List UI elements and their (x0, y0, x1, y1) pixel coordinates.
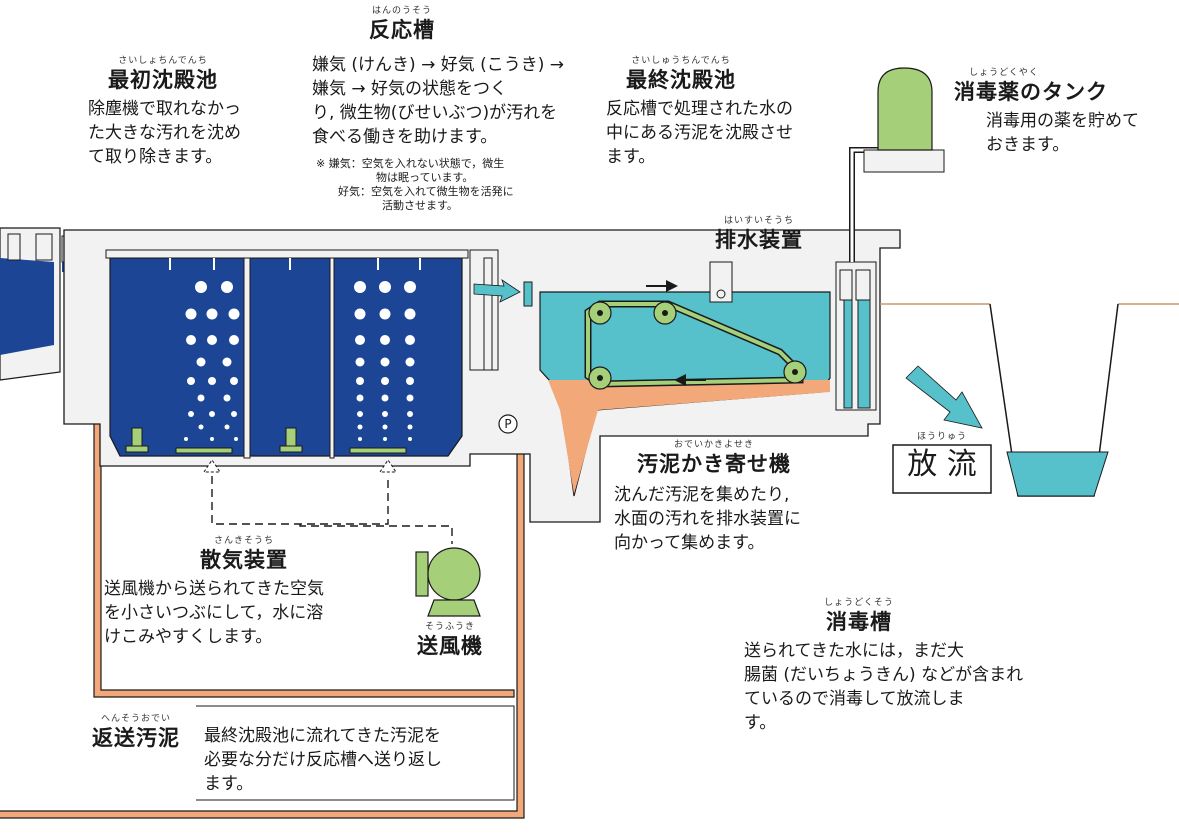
aerator-desc-2: を小さいつぶにして，水に溶 (104, 603, 324, 623)
reaction-tank-note-3: 好気：空気を入れて微生物を活発に (338, 185, 514, 198)
return-sludge-label: へんそうおでい 返送汚泥 (86, 714, 196, 751)
discharge-box (892, 444, 992, 494)
flow-arrow-to-final (473, 279, 521, 303)
aerator-desc-3: けこみやすくします。 (104, 627, 273, 647)
return-sludge-desc-1: 最終沈殿池に流れてきた汚泥を (204, 726, 441, 746)
disinfectant-tank (863, 67, 945, 173)
sludge-scraper-desc-1: 沈んだ汚泥を集めたり, (614, 485, 790, 505)
sludge-scraper-ruby: おでいかきよせき (673, 440, 754, 450)
return-sludge-desc: 最終沈殿池に流れてきた汚泥を 必要な分だけ反応槽へ送り返し ます。 (204, 724, 514, 796)
final-settling-tank (539, 261, 831, 497)
disinfection-desc-1: 送られてきた水には，まだ大 (744, 641, 964, 661)
pump-icon (498, 414, 518, 434)
sludge-scraper-desc-3: 向かって集めます。 (614, 533, 765, 553)
drain-device-title: 排水装置 (715, 228, 803, 252)
first-tank-title: 最初沈殿池 (108, 68, 218, 92)
first-settling-tank-label: さいしょちんでんち 最初沈殿池 除塵機で取れなかっ た大きな汚れを沈め て取り除… (88, 56, 278, 169)
disinfectant-ruby: しょうどくやく (969, 68, 1039, 78)
reaction-tank-note-1: ※ 嫌気：空気を入れない状態で，微生 (316, 157, 505, 170)
discharge-ruby: ほうりゅう (916, 432, 967, 442)
first-tank-desc-3: て取り除きます。 (88, 147, 223, 167)
reaction-tank-desc-3: り, 微生物(びせいぶつ)が汚れを (312, 103, 558, 123)
final-tank-desc-3: ます。 (606, 147, 656, 167)
disinfectant-tank-label: しょうどくやく 消毒薬のタンク 消毒用の薬を貯めて おきます。 (954, 68, 1176, 157)
disinfection-desc-4: す。 (744, 713, 777, 733)
return-sludge-desc-2: 必要な分だけ反応槽へ送り返し (204, 750, 442, 770)
return-sludge-ruby: へんそうおでい (100, 714, 171, 724)
weir (469, 249, 533, 371)
aerator-desc-1: 送風機から送られてきた空気 (104, 579, 324, 599)
first-tank-ruby: さいしょちんでんち (118, 56, 208, 66)
return-sludge-desc-3: ます。 (204, 774, 254, 794)
aerator-title: 散気装置 (200, 548, 288, 572)
blower-label: そうふうき 送風機 (400, 622, 500, 659)
final-tank-desc-1: 反応槽で処理された水の (606, 99, 793, 119)
disinfectant-title: 消毒薬のタンク (954, 80, 1108, 104)
final-settling-tank-label: さいしゅうちんでんち 最終沈殿池 反応槽で処理された水の 中にある汚泥を沈殿させ… (606, 56, 846, 169)
discharge-label: ほうりゅう 放 流 (893, 432, 991, 485)
disinfection-tank-label: しょうどくそう 消毒槽 送られてきた水には，まだ大 腸菌 (だいちょうきん) な… (744, 598, 1044, 735)
reaction-tank-ruby: はんのうそう (371, 6, 432, 16)
reaction-tank-desc-2: 嫌気 → 好気の状態をつく (312, 79, 508, 99)
first-tank-desc-2: た大きな汚れを沈め (88, 123, 241, 143)
sludge-scraper-label: おでいかきよせき 汚泥かき寄せ機 沈んだ汚泥を集めたり, 水面の汚れを排水装置に… (614, 440, 854, 555)
discharge-title: 放 流 (907, 447, 977, 482)
disinfection-desc-3: ているので消毒して放流しま (744, 689, 965, 709)
reaction-tank (105, 249, 469, 459)
disinfection-tank (835, 261, 877, 411)
return-sludge-title: 返送汚泥 (92, 726, 180, 750)
drain-device-ruby: はいすいそうち (723, 216, 794, 226)
final-tank-desc-2: 中にある汚泥を沈殿させ (606, 123, 793, 143)
sludge-scraper-title: 汚泥かき寄せ機 (637, 452, 791, 476)
final-tank-title: 最終沈殿池 (626, 68, 736, 92)
disinfectant-desc-2: おきます。 (986, 135, 1070, 155)
sludge-scraper-desc-2: 水面の汚れを排水装置に (614, 509, 801, 529)
drain-device-label: はいすいそうち 排水装置 (694, 216, 824, 253)
disinfection-tank-title: 消毒槽 (826, 610, 892, 634)
disinfectant-desc-1: 消毒用の薬を貯めて (986, 111, 1139, 131)
blower-icon (415, 547, 481, 617)
aerator-ruby: さんきそうち (213, 536, 274, 546)
reaction-tank-note-2: 物は眠っています。 (376, 171, 474, 184)
reaction-tank-desc-1: 嫌気 (けんき) → 好気 (こうき) → (312, 55, 565, 75)
air-bubbles (184, 281, 240, 441)
river (989, 303, 1119, 497)
air-line (211, 476, 453, 544)
air-bubbles (354, 281, 416, 441)
final-tank-ruby: さいしゅうちんでんち (631, 56, 731, 66)
reaction-tank-note-4: 活動させます。 (382, 199, 458, 212)
first-tank-desc-1: 除塵機で取れなかっ (88, 99, 241, 119)
reaction-tank-title: 反応槽 (369, 18, 435, 42)
discharge-arrow (905, 365, 983, 429)
aerator-label: さんきそうち 散気装置 送風機から送られてきた空気 を小さいつぶにして，水に溶 … (104, 536, 404, 649)
reaction-tank-desc-4: 食べる働きを助けます。 (312, 127, 498, 147)
disinfection-desc-2: 腸菌 (だいちょうきん) などが含まれ (744, 665, 1024, 685)
disinfection-tank-ruby: しょうどくそう (824, 598, 894, 608)
blower-title: 送風機 (417, 634, 483, 658)
reaction-tank-label: はんのうそう 反応槽 嫌気 (けんき) → 好気 (こうき) → 嫌気 → 好気… (312, 6, 582, 213)
blower-ruby: そうふうき (424, 622, 475, 632)
return-sludge-box (196, 705, 515, 801)
pump-label: P (504, 417, 512, 431)
